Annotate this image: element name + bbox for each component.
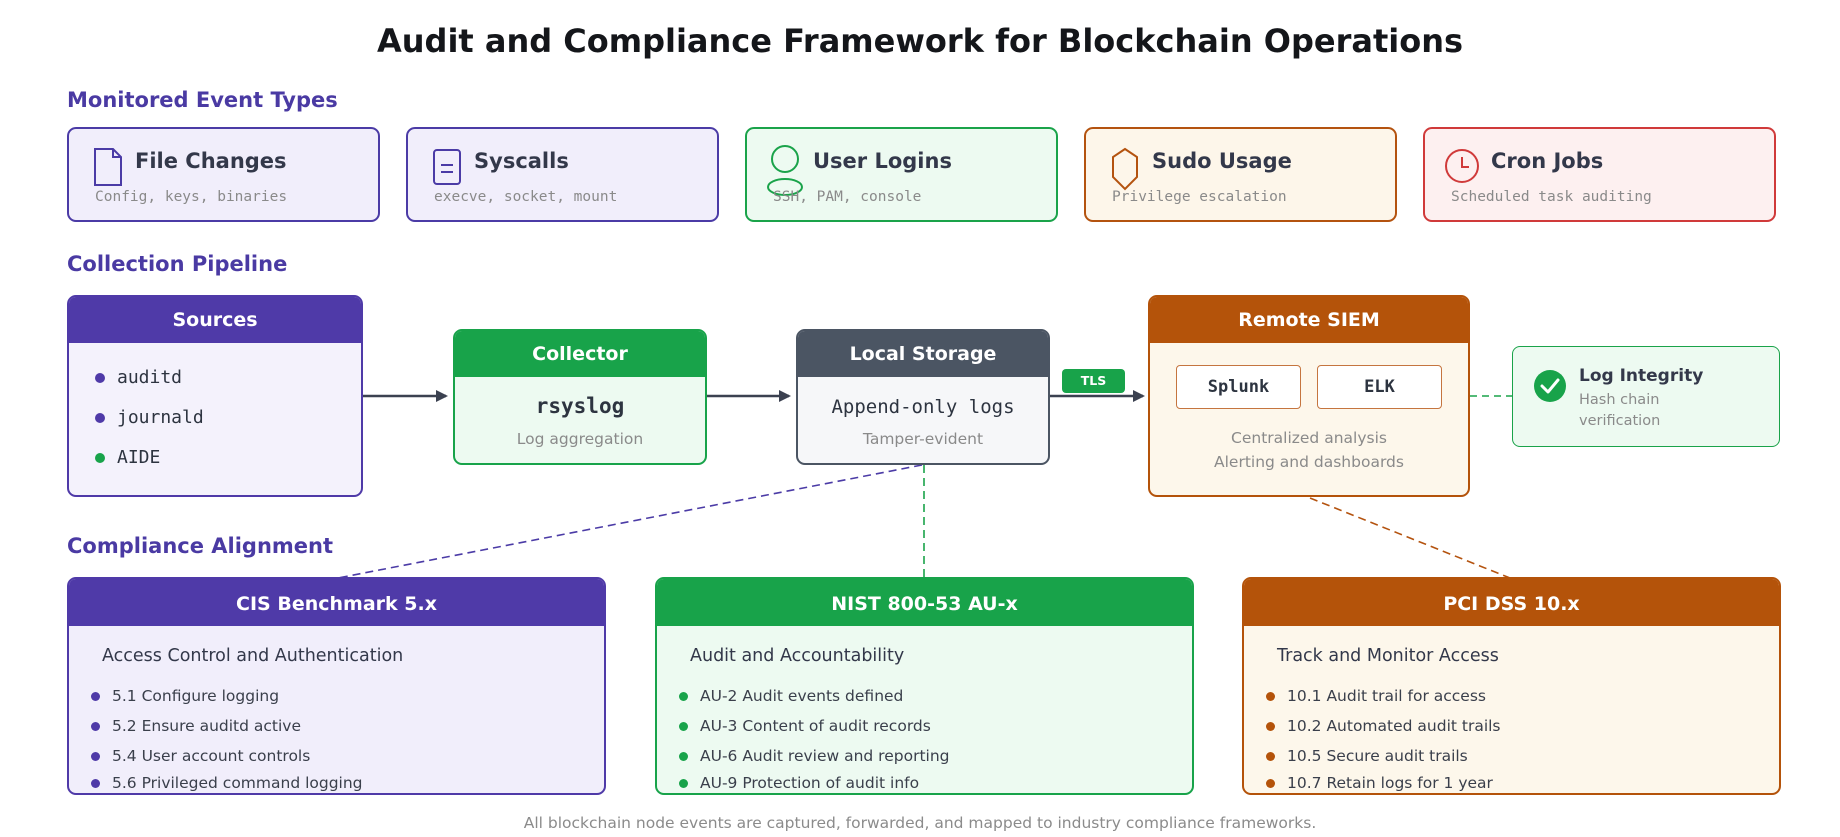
compliance-subtitle: Access Control and Authentication <box>102 646 404 666</box>
compliance-item: AU-9 Protection of audit info <box>679 774 919 792</box>
compliance-item: 5.4 User account controls <box>91 747 310 765</box>
siem-line-2: Alerting and dashboards <box>1214 453 1404 471</box>
compliance-item: 5.2 Ensure auditd active <box>91 717 301 735</box>
event-title: Cron Jobs <box>1491 149 1604 173</box>
compliance-item: 10.2 Automated audit trails <box>1266 717 1501 735</box>
source-item: journald <box>95 407 204 428</box>
source-item: auditd <box>95 367 182 388</box>
storage-header: Local Storage <box>798 331 1048 377</box>
compliance-header: NIST 800-53 AU-x <box>657 579 1192 626</box>
compliance-item: 10.5 Secure audit trails <box>1266 747 1468 765</box>
local-storage-box: Local Storage Append-only logs Tamper-ev… <box>796 329 1050 465</box>
siem-header: Remote SIEM <box>1150 297 1468 343</box>
event-card-sudo-usage: Sudo Usage Privilege escalation <box>1084 127 1397 222</box>
siem-tool-splunk: Splunk <box>1176 365 1301 409</box>
event-subtitle: execve, socket, mount <box>434 189 618 205</box>
log-integrity-box: Log Integrity Hash chain verification <box>1512 346 1780 447</box>
document-icon <box>433 149 461 185</box>
event-title: User Logins <box>813 149 952 173</box>
user-icon <box>767 145 803 196</box>
event-subtitle: Privilege escalation <box>1112 189 1287 205</box>
remote-siem-box: Remote SIEM Splunk ELK Centralized analy… <box>1148 295 1470 497</box>
integrity-title: Log Integrity <box>1579 366 1704 386</box>
collector-main: rsyslog <box>535 394 625 418</box>
integrity-line-2: verification <box>1579 413 1661 429</box>
event-card-syscalls: Syscalls execve, socket, mount <box>406 127 719 222</box>
storage-sub: Tamper-evident <box>862 430 984 448</box>
collector-header: Collector <box>455 331 705 377</box>
storage-main: Append-only logs <box>831 396 1015 418</box>
section-heading-compliance: Compliance Alignment <box>67 534 334 558</box>
event-card-file-changes: File Changes Config, keys, binaries <box>67 127 380 222</box>
section-heading-pipeline: Collection Pipeline <box>67 252 288 276</box>
compliance-card-nist: NIST 800-53 AU-x Audit and Accountabilit… <box>655 577 1194 795</box>
siem-tool-elk: ELK <box>1317 365 1442 409</box>
sources-box: Sources auditd journald AIDE <box>67 295 363 497</box>
section-heading-events: Monitored Event Types <box>67 88 338 112</box>
event-title: Sudo Usage <box>1152 149 1292 173</box>
page-title: Audit and Compliance Framework for Block… <box>376 22 1464 60</box>
siem-line-1: Centralized analysis <box>1231 429 1387 447</box>
compliance-subtitle: Audit and Accountability <box>690 646 905 666</box>
compliance-item: AU-2 Audit events defined <box>679 687 903 705</box>
tls-badge: TLS <box>1062 369 1125 393</box>
compliance-item: 5.6 Privileged command logging <box>91 774 363 792</box>
shield-icon <box>1112 147 1138 191</box>
clock-icon <box>1445 149 1479 183</box>
event-subtitle: Scheduled task auditing <box>1451 189 1652 205</box>
compliance-item: 10.7 Retain logs for 1 year <box>1266 774 1493 792</box>
link-siem-pci <box>1309 497 1511 579</box>
compliance-item: AU-3 Content of audit records <box>679 717 931 735</box>
event-subtitle: Config, keys, binaries <box>95 189 288 205</box>
event-card-user-logins: User Logins SSH, PAM, console <box>745 127 1058 222</box>
compliance-header: CIS Benchmark 5.x <box>69 579 604 626</box>
file-icon <box>94 148 122 186</box>
compliance-item: 5.1 Configure logging <box>91 687 279 705</box>
collector-sub: Log aggregation <box>516 430 644 448</box>
compliance-header: PCI DSS 10.x <box>1244 579 1779 626</box>
event-title: Syscalls <box>474 149 569 173</box>
sources-header: Sources <box>69 297 361 343</box>
compliance-card-cis: CIS Benchmark 5.x Access Control and Aut… <box>67 577 606 795</box>
event-card-cron-jobs: Cron Jobs Scheduled task auditing <box>1423 127 1776 222</box>
event-title: File Changes <box>135 149 287 173</box>
compliance-card-pci: PCI DSS 10.x Track and Monitor Access 10… <box>1242 577 1781 795</box>
compliance-subtitle: Track and Monitor Access <box>1277 646 1499 666</box>
event-subtitle: SSH, PAM, console <box>773 189 922 205</box>
check-circle-icon <box>1534 370 1566 402</box>
footer-caption: All blockchain node events are captured,… <box>523 814 1317 832</box>
integrity-line-1: Hash chain <box>1579 392 1660 408</box>
source-item: AIDE <box>95 447 160 468</box>
compliance-item: 10.1 Audit trail for access <box>1266 687 1486 705</box>
link-storage-cis <box>337 464 923 579</box>
compliance-item: AU-6 Audit review and reporting <box>679 747 950 765</box>
collector-box: Collector rsyslog Log aggregation <box>453 329 707 465</box>
